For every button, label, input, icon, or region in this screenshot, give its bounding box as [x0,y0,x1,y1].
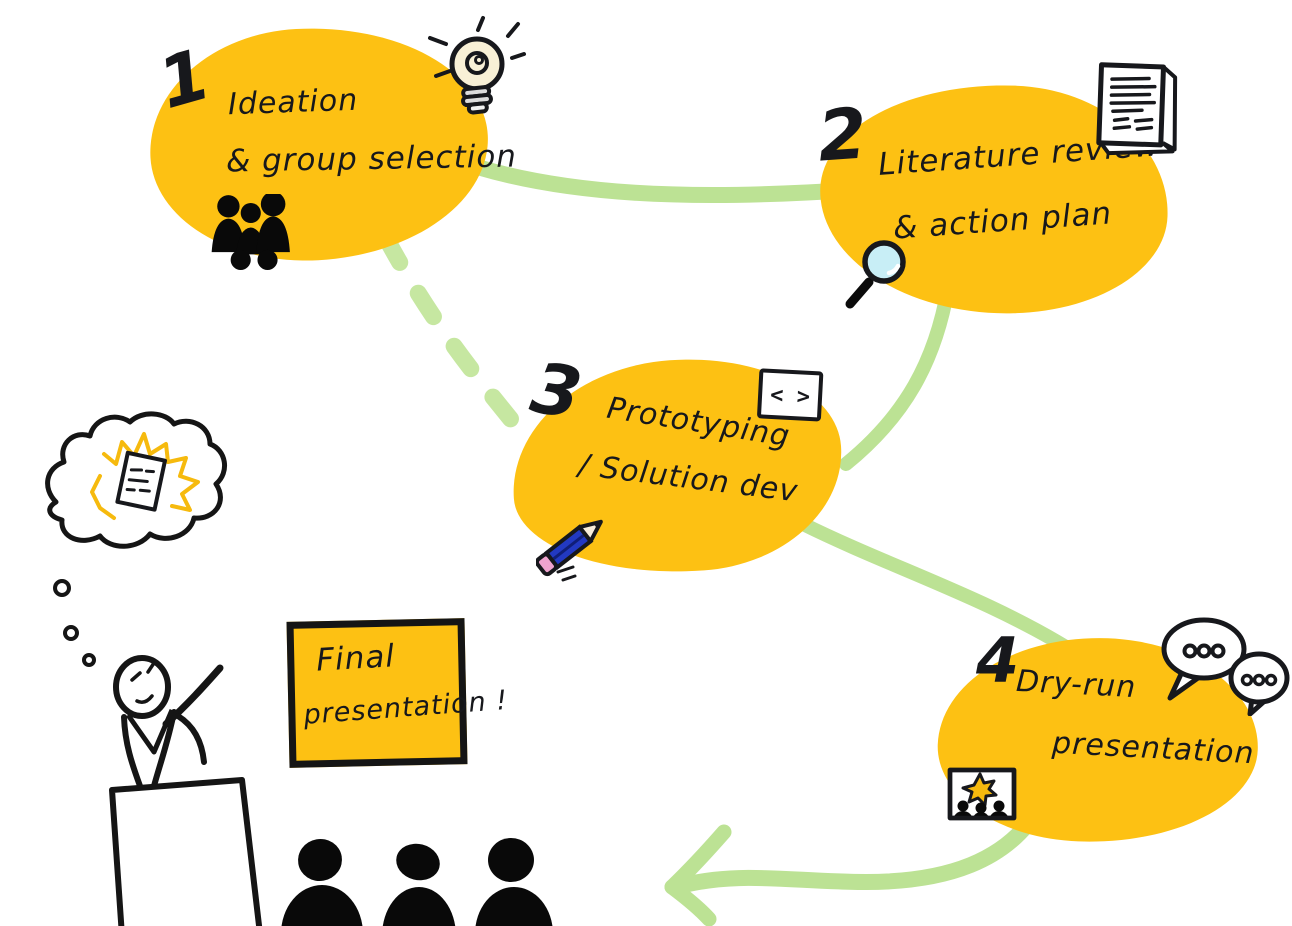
sign-line1: Final [315,638,396,679]
podium [109,777,263,926]
step4-number: 4 [976,624,1020,697]
code-icon-label: < > [770,383,811,410]
connector-step2-step3 [839,281,955,471]
thought-bubble-icon [45,411,227,667]
connector-step1-step2 [442,150,858,204]
flow-arrow-icon [664,798,1048,926]
step1-label-line2: & group selection [225,138,518,180]
magnifier-icon [845,240,906,309]
step4-label-line1: Dry-run [1015,663,1138,706]
idea-document [115,450,167,512]
document-icon [1096,62,1178,156]
audience-silhouettes-icon [281,838,553,926]
starburst [102,432,200,512]
presenter-at-podium-icon [109,655,263,926]
pencil-icon [536,519,603,582]
final-presentation-sign: Final presentation ! [286,618,509,768]
connector-step1-step3-dashed [377,229,527,437]
step2-number: 2 [815,92,870,178]
speech-bubbles-icon [1161,617,1290,716]
lightbulb-icon [428,16,526,115]
step1-label-line1: Ideation [227,82,359,123]
people-group-icon [211,194,290,270]
code-icon: < > [757,368,824,422]
audience-screen-icon [947,767,1017,821]
connector-step3-step4 [796,517,1081,659]
